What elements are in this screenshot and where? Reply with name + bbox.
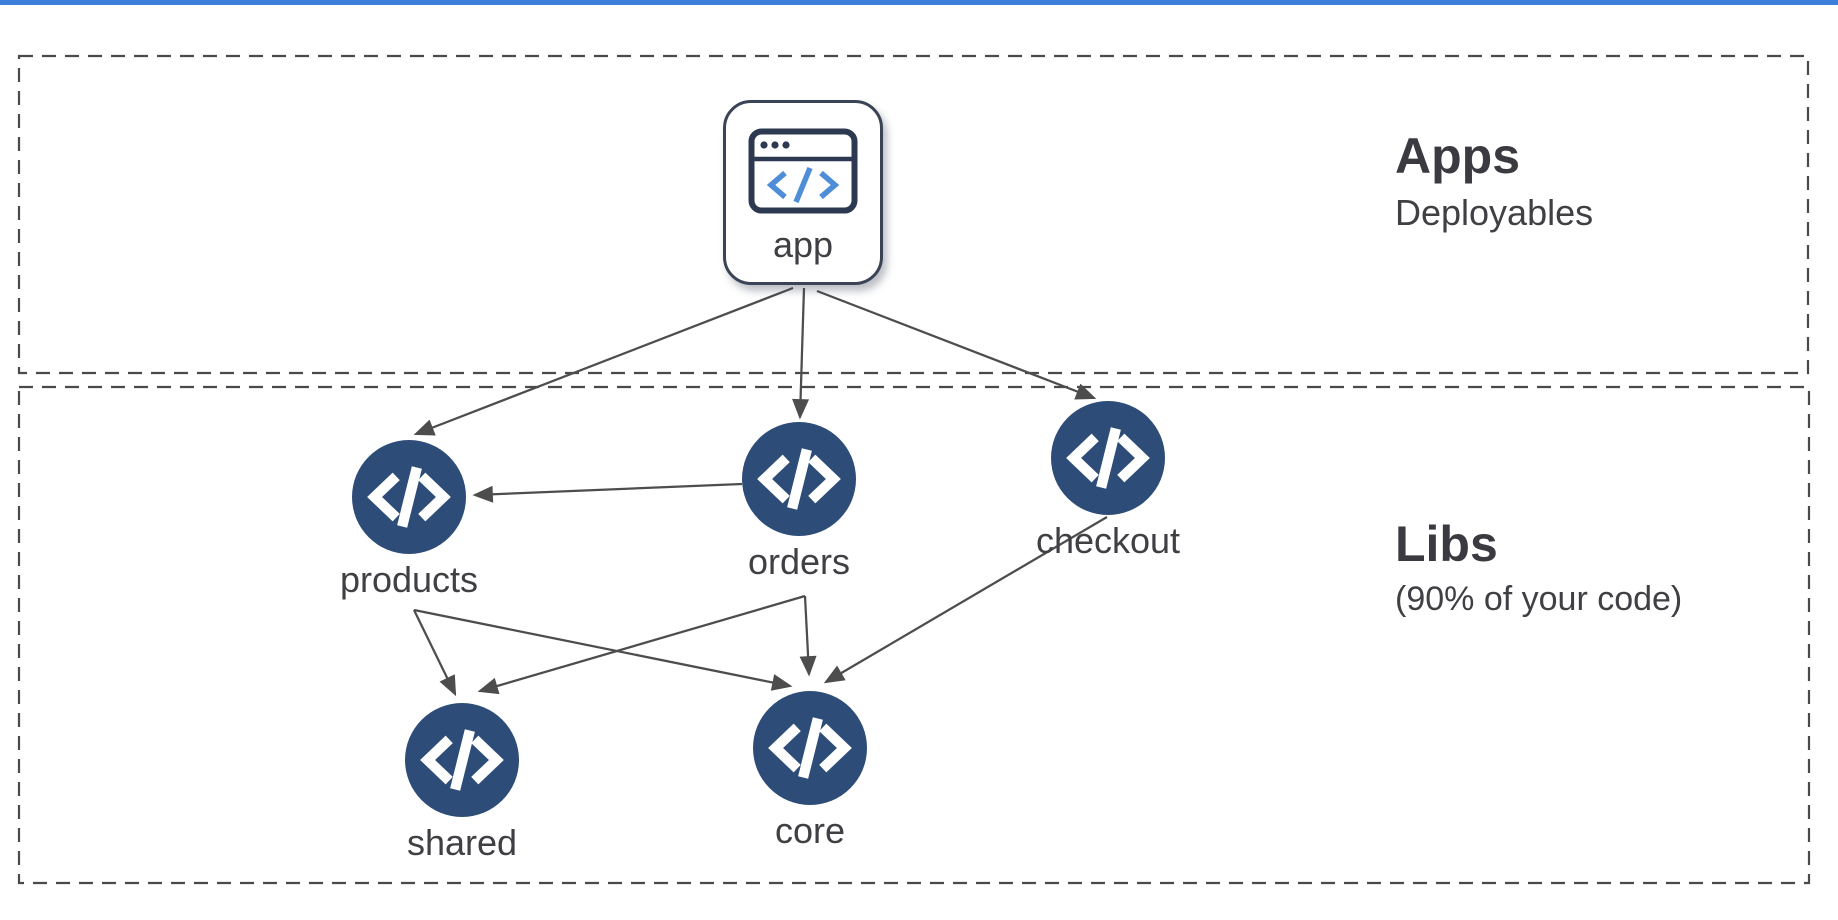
apps-subtitle: Deployables [1395, 191, 1594, 233]
edge-app-orders [792, 287, 810, 420]
node-label-core: core [774, 810, 846, 851]
edge-app-products [413, 286, 794, 436]
node-app: app [723, 100, 883, 285]
edge-checkout-core [823, 516, 1108, 684]
edge-orders-shared [477, 594, 806, 695]
code-icon [753, 691, 867, 805]
code-icon [1051, 401, 1165, 515]
node-label-shared: shared [406, 822, 518, 863]
apps-section-label: Apps Deployables [1395, 128, 1593, 234]
node-label-products: products [339, 559, 479, 600]
code-icon [742, 422, 856, 536]
node-label-checkout: checkout [1035, 520, 1181, 561]
node-orders: orders [709, 422, 889, 580]
code-icon [352, 440, 466, 554]
libs-section-boundary [17, 385, 1811, 885]
libs-subtitle: (90% of your code) [1395, 579, 1683, 618]
node-shared: shared [372, 703, 552, 861]
edge-app-checkout [816, 289, 1097, 400]
node-label-orders: orders [747, 541, 851, 582]
edge-orders-products [472, 482, 743, 503]
node-products: products [319, 440, 499, 598]
edge-products-shared [412, 609, 457, 697]
apps-section-boundary [17, 54, 1810, 375]
libs-section-label: Libs (90% of your code) [1395, 516, 1682, 619]
apps-title: Apps [1395, 128, 1520, 184]
node-core: core [720, 691, 900, 849]
edge-orders-core [799, 595, 817, 677]
code-icon [405, 703, 519, 817]
node-checkout: checkout [1018, 401, 1198, 559]
edge-products-core [413, 608, 793, 691]
top-accent-bar [0, 0, 1838, 5]
browser-code-icon [748, 128, 858, 214]
libs-title: Libs [1395, 516, 1498, 572]
node-label-app: app [772, 224, 834, 265]
